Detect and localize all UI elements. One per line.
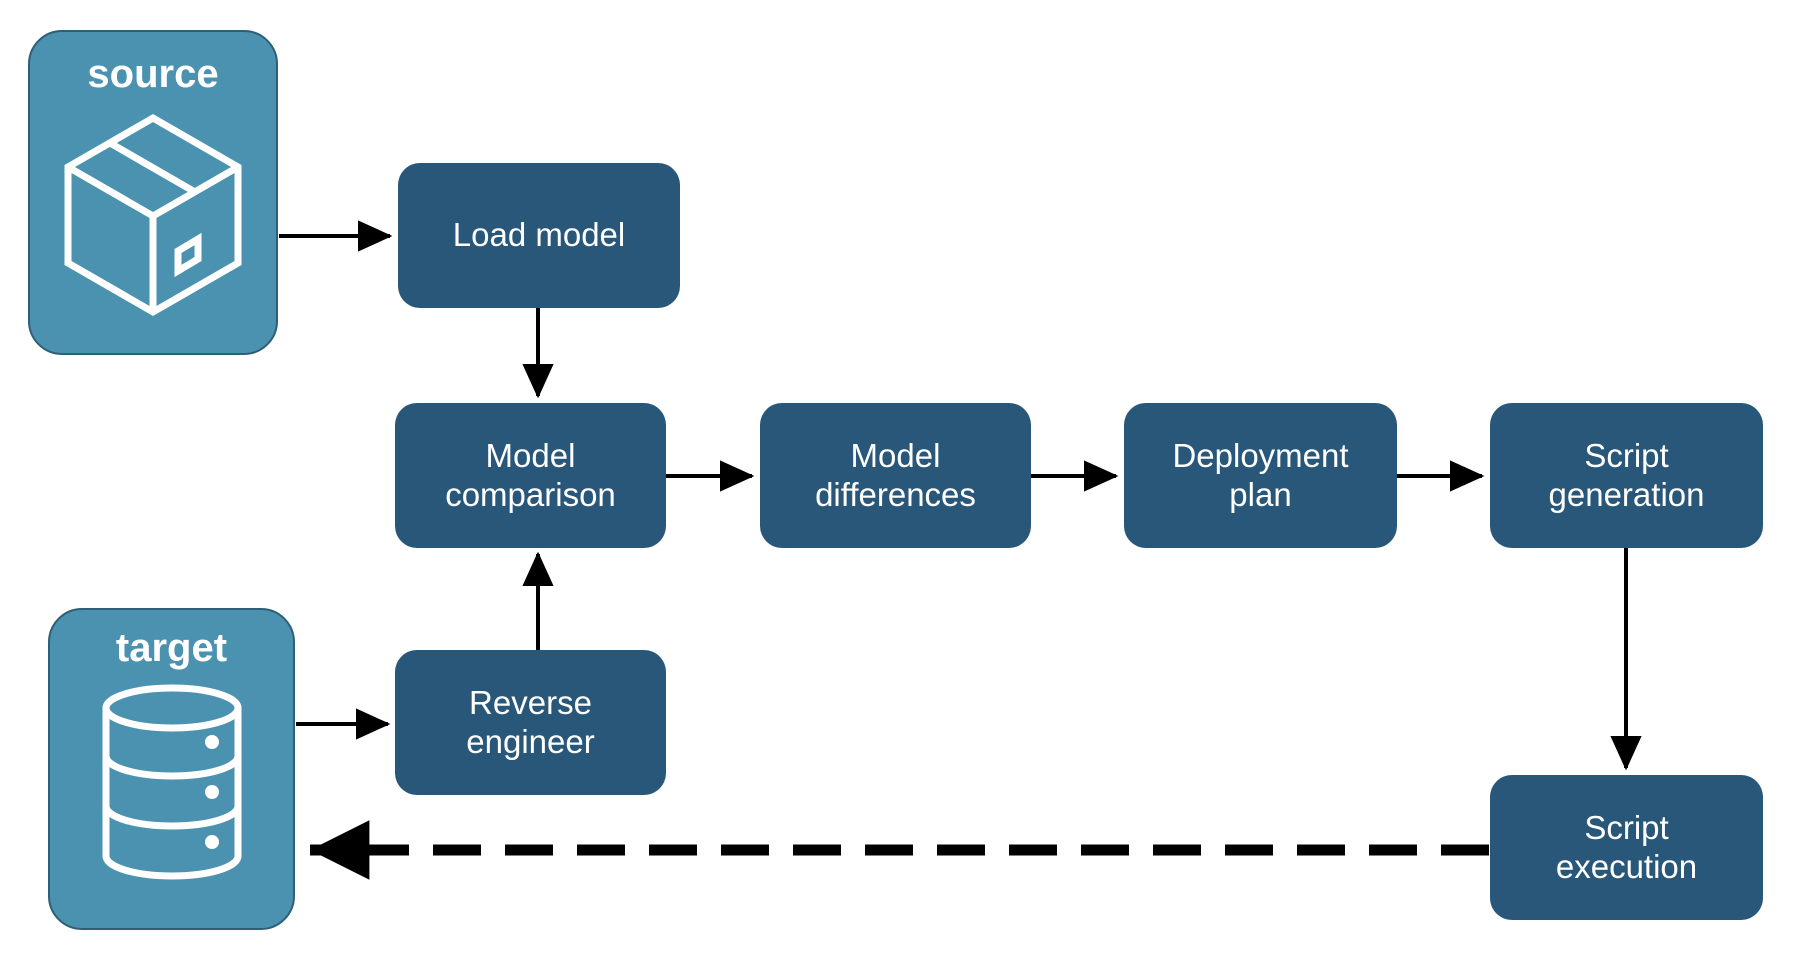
- endpoint-card-source[interactable]: source: [28, 30, 278, 355]
- process-box-reverse-engineer[interactable]: Reverse engineer: [395, 650, 666, 795]
- database-cylinder-icon: [97, 682, 247, 887]
- process-box-script-execution[interactable]: Script execution: [1490, 775, 1763, 920]
- process-box-model-differences[interactable]: Model differences: [760, 403, 1031, 548]
- process-box-script-generation[interactable]: Script generation: [1490, 403, 1763, 548]
- process-box-deployment-plan[interactable]: Deployment plan: [1124, 403, 1397, 548]
- process-box-model-comparison[interactable]: Model comparison: [395, 403, 666, 548]
- endpoint-card-target[interactable]: target: [48, 608, 295, 930]
- endpoint-label-target: target: [115, 626, 228, 670]
- package-box-icon: [60, 112, 246, 323]
- endpoint-label-source: source: [87, 52, 219, 96]
- process-box-load-model[interactable]: Load model: [398, 163, 680, 308]
